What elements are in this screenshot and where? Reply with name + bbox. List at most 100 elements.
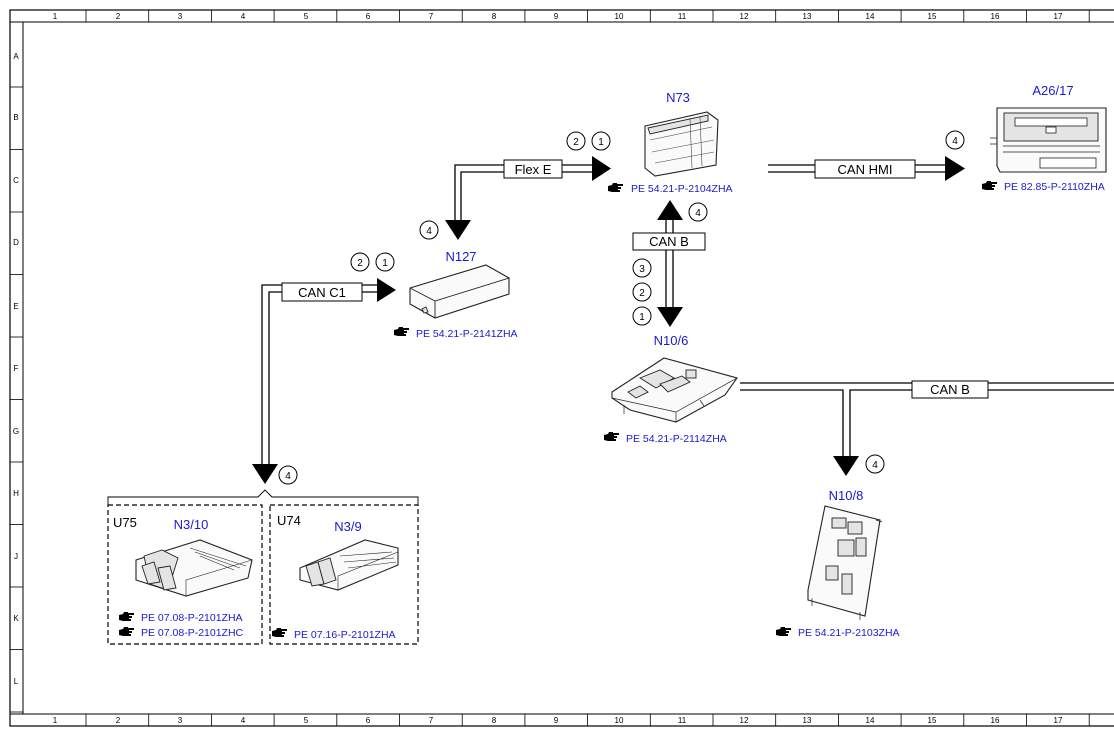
col-label: 7 bbox=[429, 12, 434, 21]
n3-10-dashed-box bbox=[107, 504, 263, 645]
n127-module-icon bbox=[409, 264, 510, 319]
col-label: 11 bbox=[678, 12, 687, 21]
n10-6-module-icon bbox=[611, 357, 738, 423]
col-label: 10 bbox=[615, 716, 624, 725]
n10-6-ref-hand-icon bbox=[604, 432, 619, 441]
col-label: 14 bbox=[866, 12, 875, 21]
can-hmi-bus: CAN HMI bbox=[768, 156, 965, 181]
col-label: 9 bbox=[554, 12, 559, 21]
n3-9-ref-hand-icon bbox=[272, 628, 287, 637]
col-label: 12 bbox=[740, 12, 749, 21]
a26-17-unit-icon bbox=[990, 107, 1107, 173]
svg-text:4: 4 bbox=[285, 471, 291, 482]
n73-ref-link[interactable]: PE 54.21-P-2104ZHA bbox=[631, 183, 733, 195]
col-label: 2 bbox=[116, 716, 121, 725]
n73-code: N73 bbox=[666, 90, 690, 105]
row-label: D bbox=[13, 238, 19, 247]
col-label: 1 bbox=[53, 716, 58, 725]
flex-e-label-box bbox=[503, 159, 563, 179]
marker: 1 bbox=[375, 252, 395, 272]
col-label: 10 bbox=[615, 12, 624, 21]
n3-10-code: N3/10 bbox=[174, 517, 209, 532]
col-label: 16 bbox=[991, 716, 1000, 725]
can-b-top-label-box bbox=[632, 232, 706, 251]
row-label: B bbox=[13, 113, 18, 122]
column-labels-top: 1 2 3 4 5 6 7 8 9 10 11 12 13 14 15 16 1… bbox=[53, 12, 1063, 21]
n3-10-ref2-link[interactable]: PE 07.08-P-2101ZHC bbox=[141, 627, 244, 639]
marker: 2 bbox=[632, 282, 652, 302]
n3-9-ecu-icon bbox=[299, 539, 399, 591]
col-label: 15 bbox=[928, 12, 937, 21]
can-c1-label-box bbox=[281, 282, 363, 302]
svg-text:2: 2 bbox=[357, 258, 363, 269]
n3-10-ecu-icon bbox=[135, 539, 253, 597]
svg-text:1: 1 bbox=[382, 258, 388, 269]
col-label: 17 bbox=[1054, 716, 1063, 725]
n10-8-ref-link[interactable]: PE 54.21-P-2103ZHA bbox=[798, 627, 900, 639]
col-label: 14 bbox=[866, 716, 875, 725]
marker: 4 bbox=[865, 454, 885, 474]
n127-ref-hand-icon bbox=[394, 327, 409, 336]
n10-8-code: N10/8 bbox=[829, 488, 864, 503]
row-label: G bbox=[13, 427, 19, 436]
n3-10-variant: U75 bbox=[113, 515, 137, 530]
a26-17-ref-hand-icon bbox=[982, 181, 997, 190]
component-n127[interactable]: N127 PE 54.21-P-2141ZHA bbox=[394, 249, 518, 340]
row-label: K bbox=[13, 614, 19, 623]
n73-ref-hand-icon bbox=[608, 183, 623, 192]
svg-text:4: 4 bbox=[426, 226, 432, 237]
col-label: 6 bbox=[366, 12, 371, 21]
can-hmi-label: CAN HMI bbox=[838, 162, 893, 177]
col-label: 5 bbox=[304, 12, 309, 21]
n127-ref-link[interactable]: PE 54.21-P-2141ZHA bbox=[416, 328, 518, 340]
n3-9-code: N3/9 bbox=[334, 519, 361, 534]
component-a26-17[interactable]: A26/17 PE 82.85-P-2110ZHA bbox=[982, 83, 1107, 193]
marker: 4 bbox=[688, 202, 708, 222]
flex-e-label: Flex E bbox=[515, 162, 552, 177]
row-label: A bbox=[13, 52, 19, 61]
row-label: E bbox=[13, 302, 18, 311]
row-label: C bbox=[13, 176, 19, 185]
row-label: J bbox=[14, 552, 18, 561]
n3-10-ref1-hand-icon bbox=[119, 612, 134, 621]
col-label: 17 bbox=[1054, 12, 1063, 21]
marker: 2 bbox=[566, 131, 586, 151]
n10-6-ref-link[interactable]: PE 54.21-P-2114ZHA bbox=[626, 433, 727, 445]
component-n10-6[interactable]: N10/6 PE 54.21-P-2114ZHA bbox=[604, 333, 738, 445]
marker: 3 bbox=[632, 258, 652, 278]
marker: 1 bbox=[591, 131, 611, 151]
a26-17-ref-link[interactable]: PE 82.85-P-2110ZHA bbox=[1004, 181, 1105, 193]
can-c1-label: CAN C1 bbox=[298, 285, 346, 300]
component-n10-8[interactable]: N10/8 PE 54.21-P-2103ZHA bbox=[776, 488, 900, 639]
column-labels-bottom: 1 2 3 4 5 6 7 8 9 10 11 12 13 14 15 16 1… bbox=[53, 716, 1063, 725]
col-label: 3 bbox=[178, 716, 183, 725]
n10-8-ref-hand-icon bbox=[776, 627, 791, 636]
col-label: 12 bbox=[740, 716, 749, 725]
n73-module-icon bbox=[644, 111, 719, 177]
component-n73[interactable]: N73 PE 54.21-P-2104ZHA bbox=[608, 90, 733, 195]
engine-ecu-group bbox=[107, 489, 419, 645]
svg-text:1: 1 bbox=[598, 137, 604, 148]
marker: 4 bbox=[419, 220, 439, 240]
col-label: 7 bbox=[429, 716, 434, 725]
can-b-right-bus: CAN B bbox=[740, 380, 1114, 476]
col-label: 13 bbox=[803, 12, 812, 21]
col-label: 8 bbox=[492, 716, 497, 725]
n127-code: N127 bbox=[445, 249, 476, 264]
component-n3-9[interactable]: U74 N3/9 PE 07.16-P-2101ZHA bbox=[272, 513, 399, 641]
n3-9-ref-link[interactable]: PE 07.16-P-2101ZHA bbox=[294, 629, 396, 641]
svg-text:2: 2 bbox=[639, 288, 645, 299]
col-label: 2 bbox=[116, 12, 121, 21]
marker: 1 bbox=[632, 306, 652, 326]
can-b-right-label: CAN B bbox=[930, 382, 970, 397]
can-hmi-label-box bbox=[814, 159, 916, 179]
n3-10-ref2-hand-icon bbox=[119, 627, 134, 636]
row-label: H bbox=[13, 489, 19, 498]
col-label: 16 bbox=[991, 12, 1000, 21]
flex-e-bus: Flex E bbox=[445, 156, 611, 240]
component-n3-10[interactable]: U75 N3/10 PE 07.08-P-2101ZHA PE 07.08-P-… bbox=[113, 515, 253, 639]
row-labels: A B C D E F G H J K L bbox=[13, 52, 19, 686]
marker: 4 bbox=[278, 465, 298, 485]
n3-10-ref1-link[interactable]: PE 07.08-P-2101ZHA bbox=[141, 612, 243, 624]
col-label: 15 bbox=[928, 716, 937, 725]
